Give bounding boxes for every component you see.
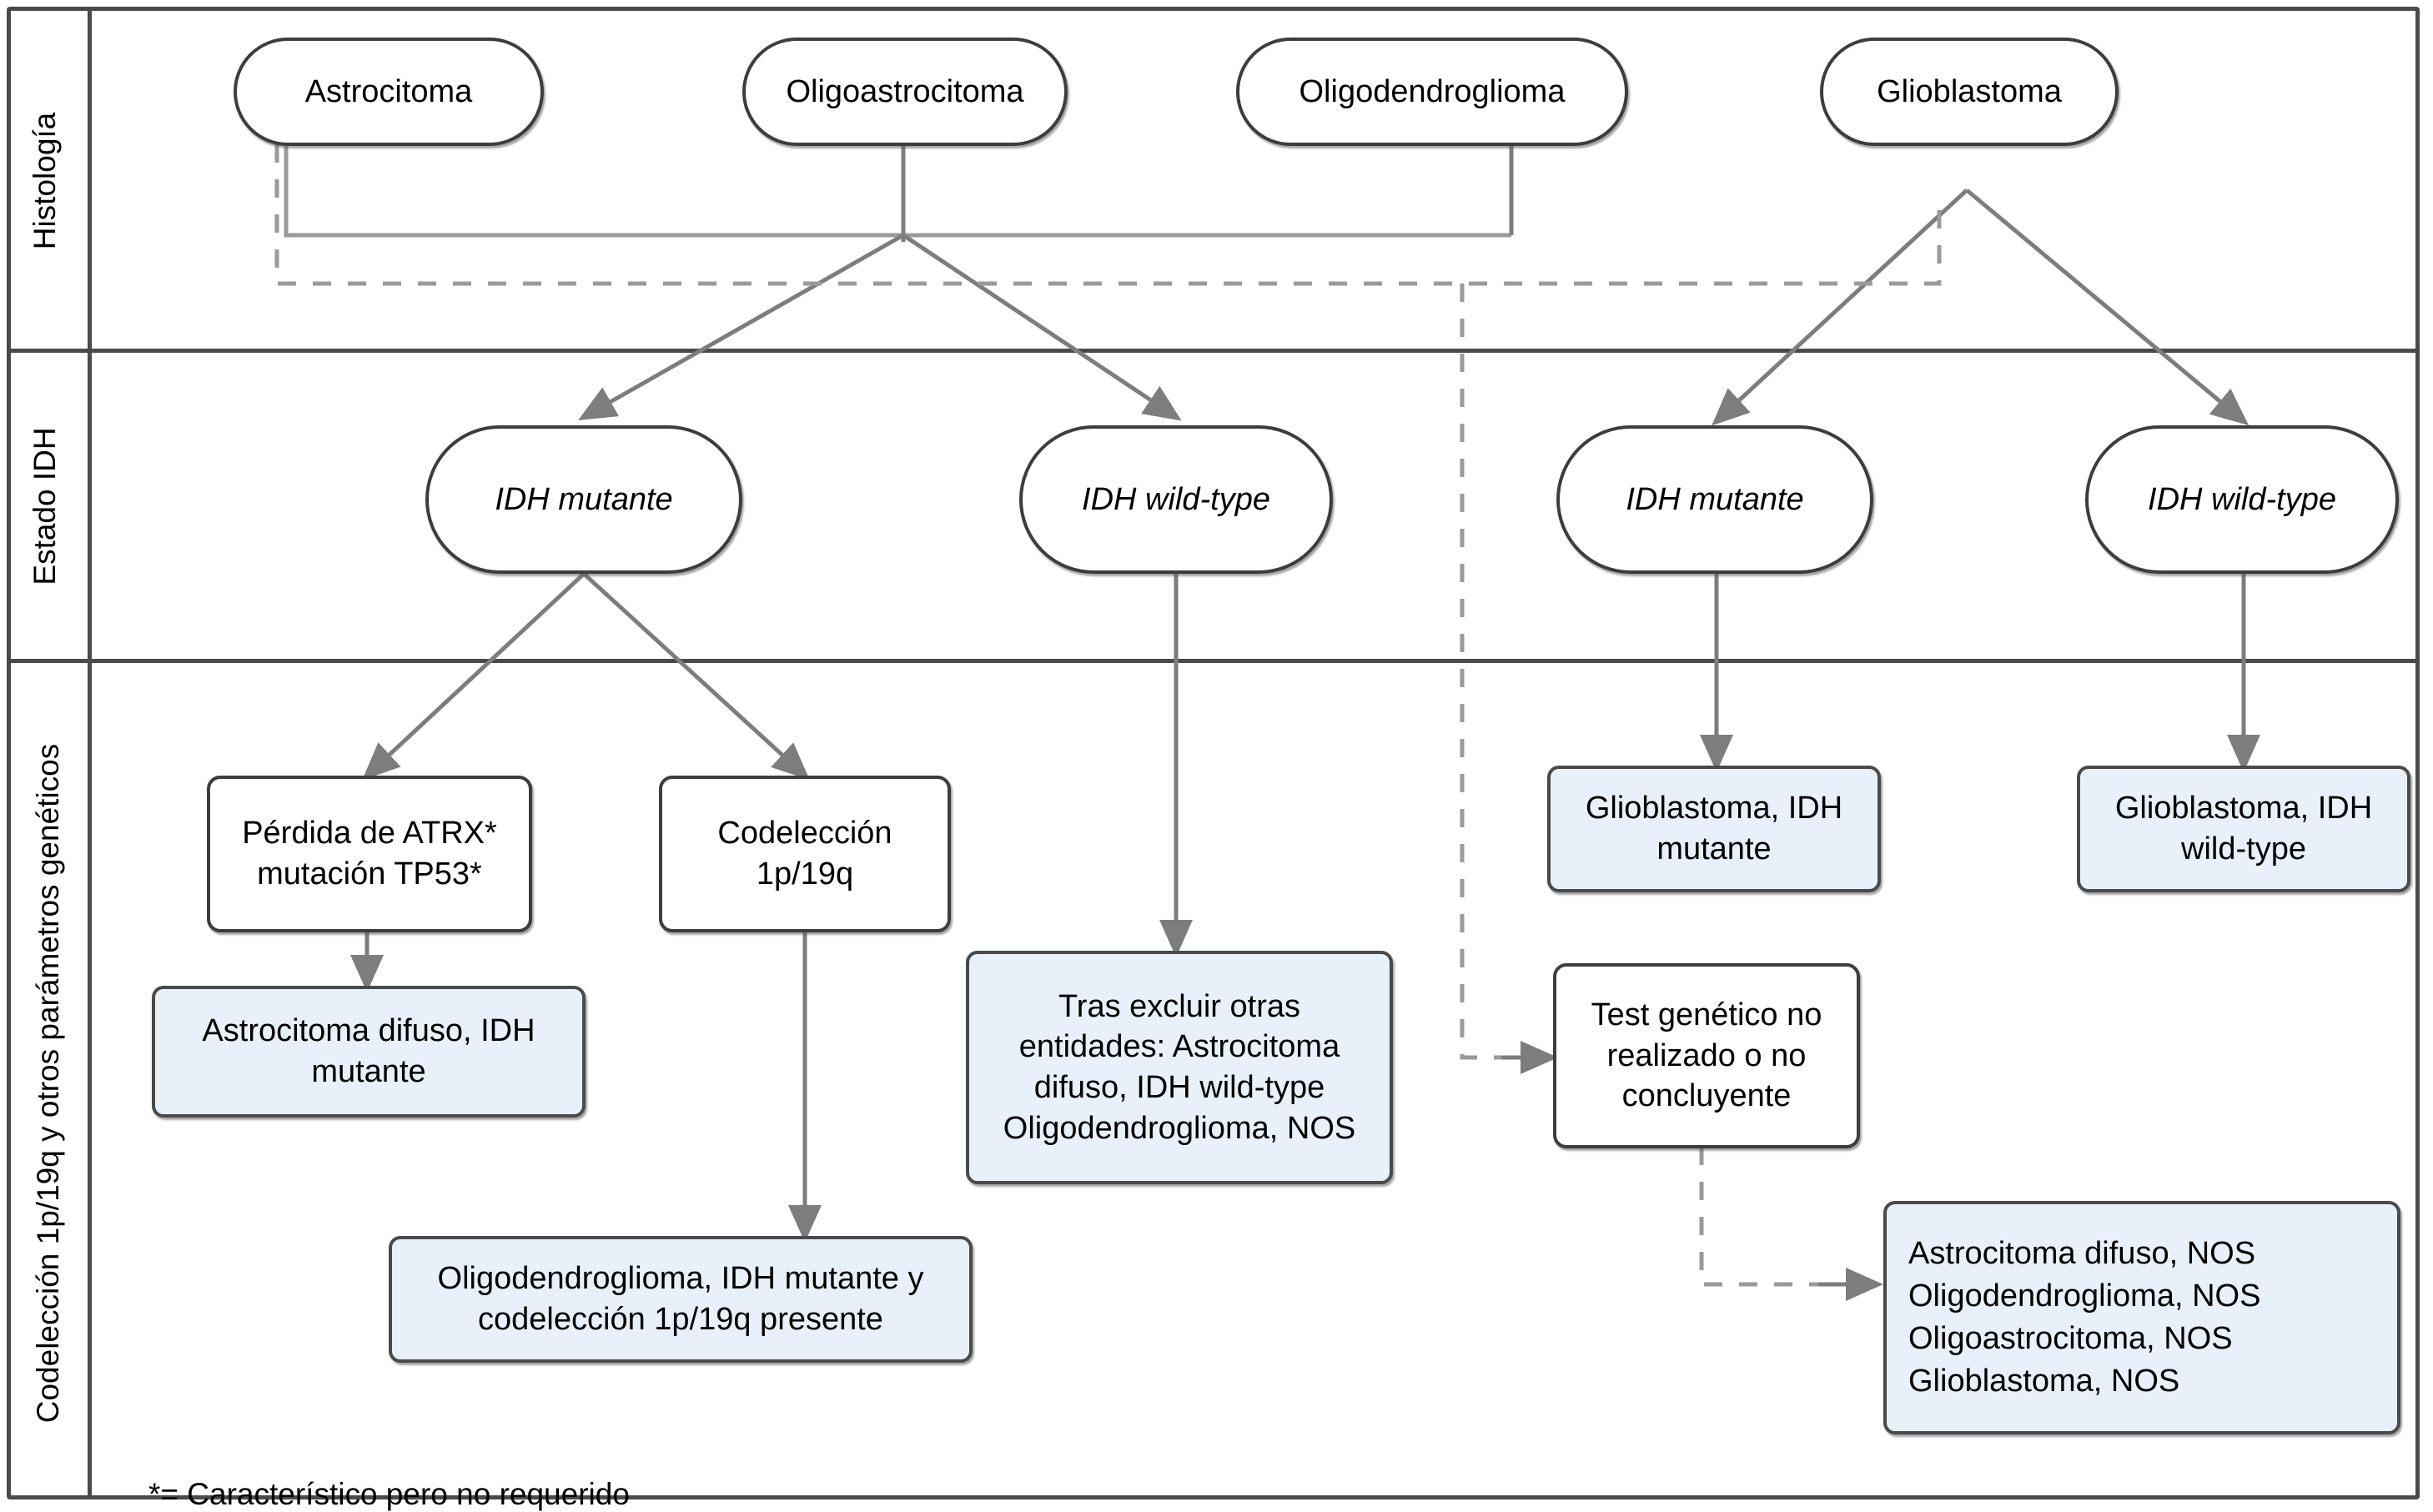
outcome-astrocitoma-difuso-idh-mutante[interactable]: Astrocitoma difuso, IDH mutante	[152, 986, 586, 1118]
node-codelecion-1p19q[interactable]: Codelección 1p/19q	[659, 776, 951, 932]
outcome-glioblastoma-idh-wildtype[interactable]: Glioblastoma, IDH wild-type	[2077, 766, 2410, 892]
node-idh-mutante-left[interactable]: IDH mutante	[425, 425, 742, 574]
node-glioblastoma[interactable]: Glioblastoma	[1820, 38, 2119, 146]
node-atrx-tp53-line1: Pérdida de ATRX*	[242, 816, 497, 851]
footnote-line1: *= Característico pero no requerido	[148, 1476, 630, 1511]
outcome-gbm-mut-line1: Glioblastoma, IDH	[1585, 791, 1843, 826]
outcome-astro-dif-line1: Astrocitoma difuso, IDH	[202, 1013, 535, 1049]
outcome-gbm-wt-line1: Glioblastoma, IDH	[2114, 791, 2373, 826]
outcome-gbm-wt-line2: wild-type	[2181, 831, 2306, 867]
node-idh-wildtype-left[interactable]: IDH wild-type	[1019, 425, 1333, 574]
outcome-oligodendroglioma-idh-mutante[interactable]: Oligodendroglioma, IDH mutante y codelec…	[389, 1236, 973, 1363]
row-label-histologia: Histología	[28, 112, 62, 250]
outcome-astro-dif-line2: mutante	[311, 1054, 426, 1089]
row-label-estado-idh: Estado IDH	[28, 427, 62, 585]
node-atrx-tp53[interactable]: Pérdida de ATRX* mutación TP53*	[207, 776, 532, 932]
outcome-oligo-idh-line1: Oligodendroglioma, IDH mutante y	[437, 1261, 924, 1297]
node-oligoastrocitoma[interactable]: Oligoastrocitoma	[742, 38, 1068, 146]
node-idh-wildtype-right[interactable]: IDH wild-type	[2085, 425, 2399, 574]
node-idh-mutante-right[interactable]: IDH mutante	[1556, 425, 1873, 574]
outcome-nos-list[interactable]: Astrocitoma difuso, NOS Oligodendrogliom…	[1883, 1201, 2400, 1434]
row-label-codelecion: Codelección 1p/19q y otros parámetros ge…	[31, 743, 65, 1424]
node-test-genetico[interactable]: Test genético no realizado o no concluye…	[1553, 963, 1860, 1148]
outcome-nos-line3: Oligoastrocitoma, NOS	[1908, 1321, 2233, 1356]
outcome-gbm-mut-line2: mutante	[1656, 831, 1772, 867]
outcome-tras-excluir-line4: Oligodendroglioma, NOS	[1003, 1110, 1356, 1146]
diagram-frame	[7, 7, 2420, 1499]
outcome-tras-excluir-line2: entidades: Astrocitoma	[1018, 1029, 1340, 1065]
node-oligodendroglioma[interactable]: Oligodendroglioma	[1236, 38, 1628, 146]
outcome-nos-line1: Astrocitoma difuso, NOS	[1908, 1236, 2256, 1272]
node-atrx-tp53-line2: mutación TP53*	[257, 856, 482, 892]
node-codelecion-line1: Codelección	[717, 816, 892, 851]
node-codelecion-line2: 1p/19q	[756, 856, 854, 892]
outcome-tras-excluir-line1: Tras excluir otras	[1058, 988, 1300, 1024]
node-test-genetico-line1: Test genético no	[1591, 997, 1822, 1033]
outcome-glioblastoma-idh-mutante[interactable]: Glioblastoma, IDH mutante	[1547, 766, 1881, 892]
footnote: *= Característico pero no requerido para…	[148, 1393, 630, 1512]
row-divider-idh-genetics	[7, 659, 2420, 663]
node-astrocitoma[interactable]: Astrocitoma	[234, 38, 544, 146]
row-divider-histology-idh	[7, 349, 2420, 353]
node-test-genetico-line2: realizado o no	[1606, 1037, 1807, 1073]
node-test-genetico-line3: concluyente	[1621, 1078, 1792, 1114]
row-label-divider	[88, 7, 92, 1499]
outcome-tras-excluir-line3: difuso, IDH wild-type	[1033, 1070, 1325, 1105]
outcome-nos-line2: Oligodendroglioma, NOS	[1908, 1278, 2261, 1314]
outcome-oligo-idh-line2: codelección 1p/19q presente	[478, 1302, 883, 1337]
outcome-nos-line4: Glioblastoma, NOS	[1908, 1363, 2180, 1399]
outcome-tras-excluir[interactable]: Tras excluir otras entidades: Astrocitom…	[966, 951, 1393, 1184]
